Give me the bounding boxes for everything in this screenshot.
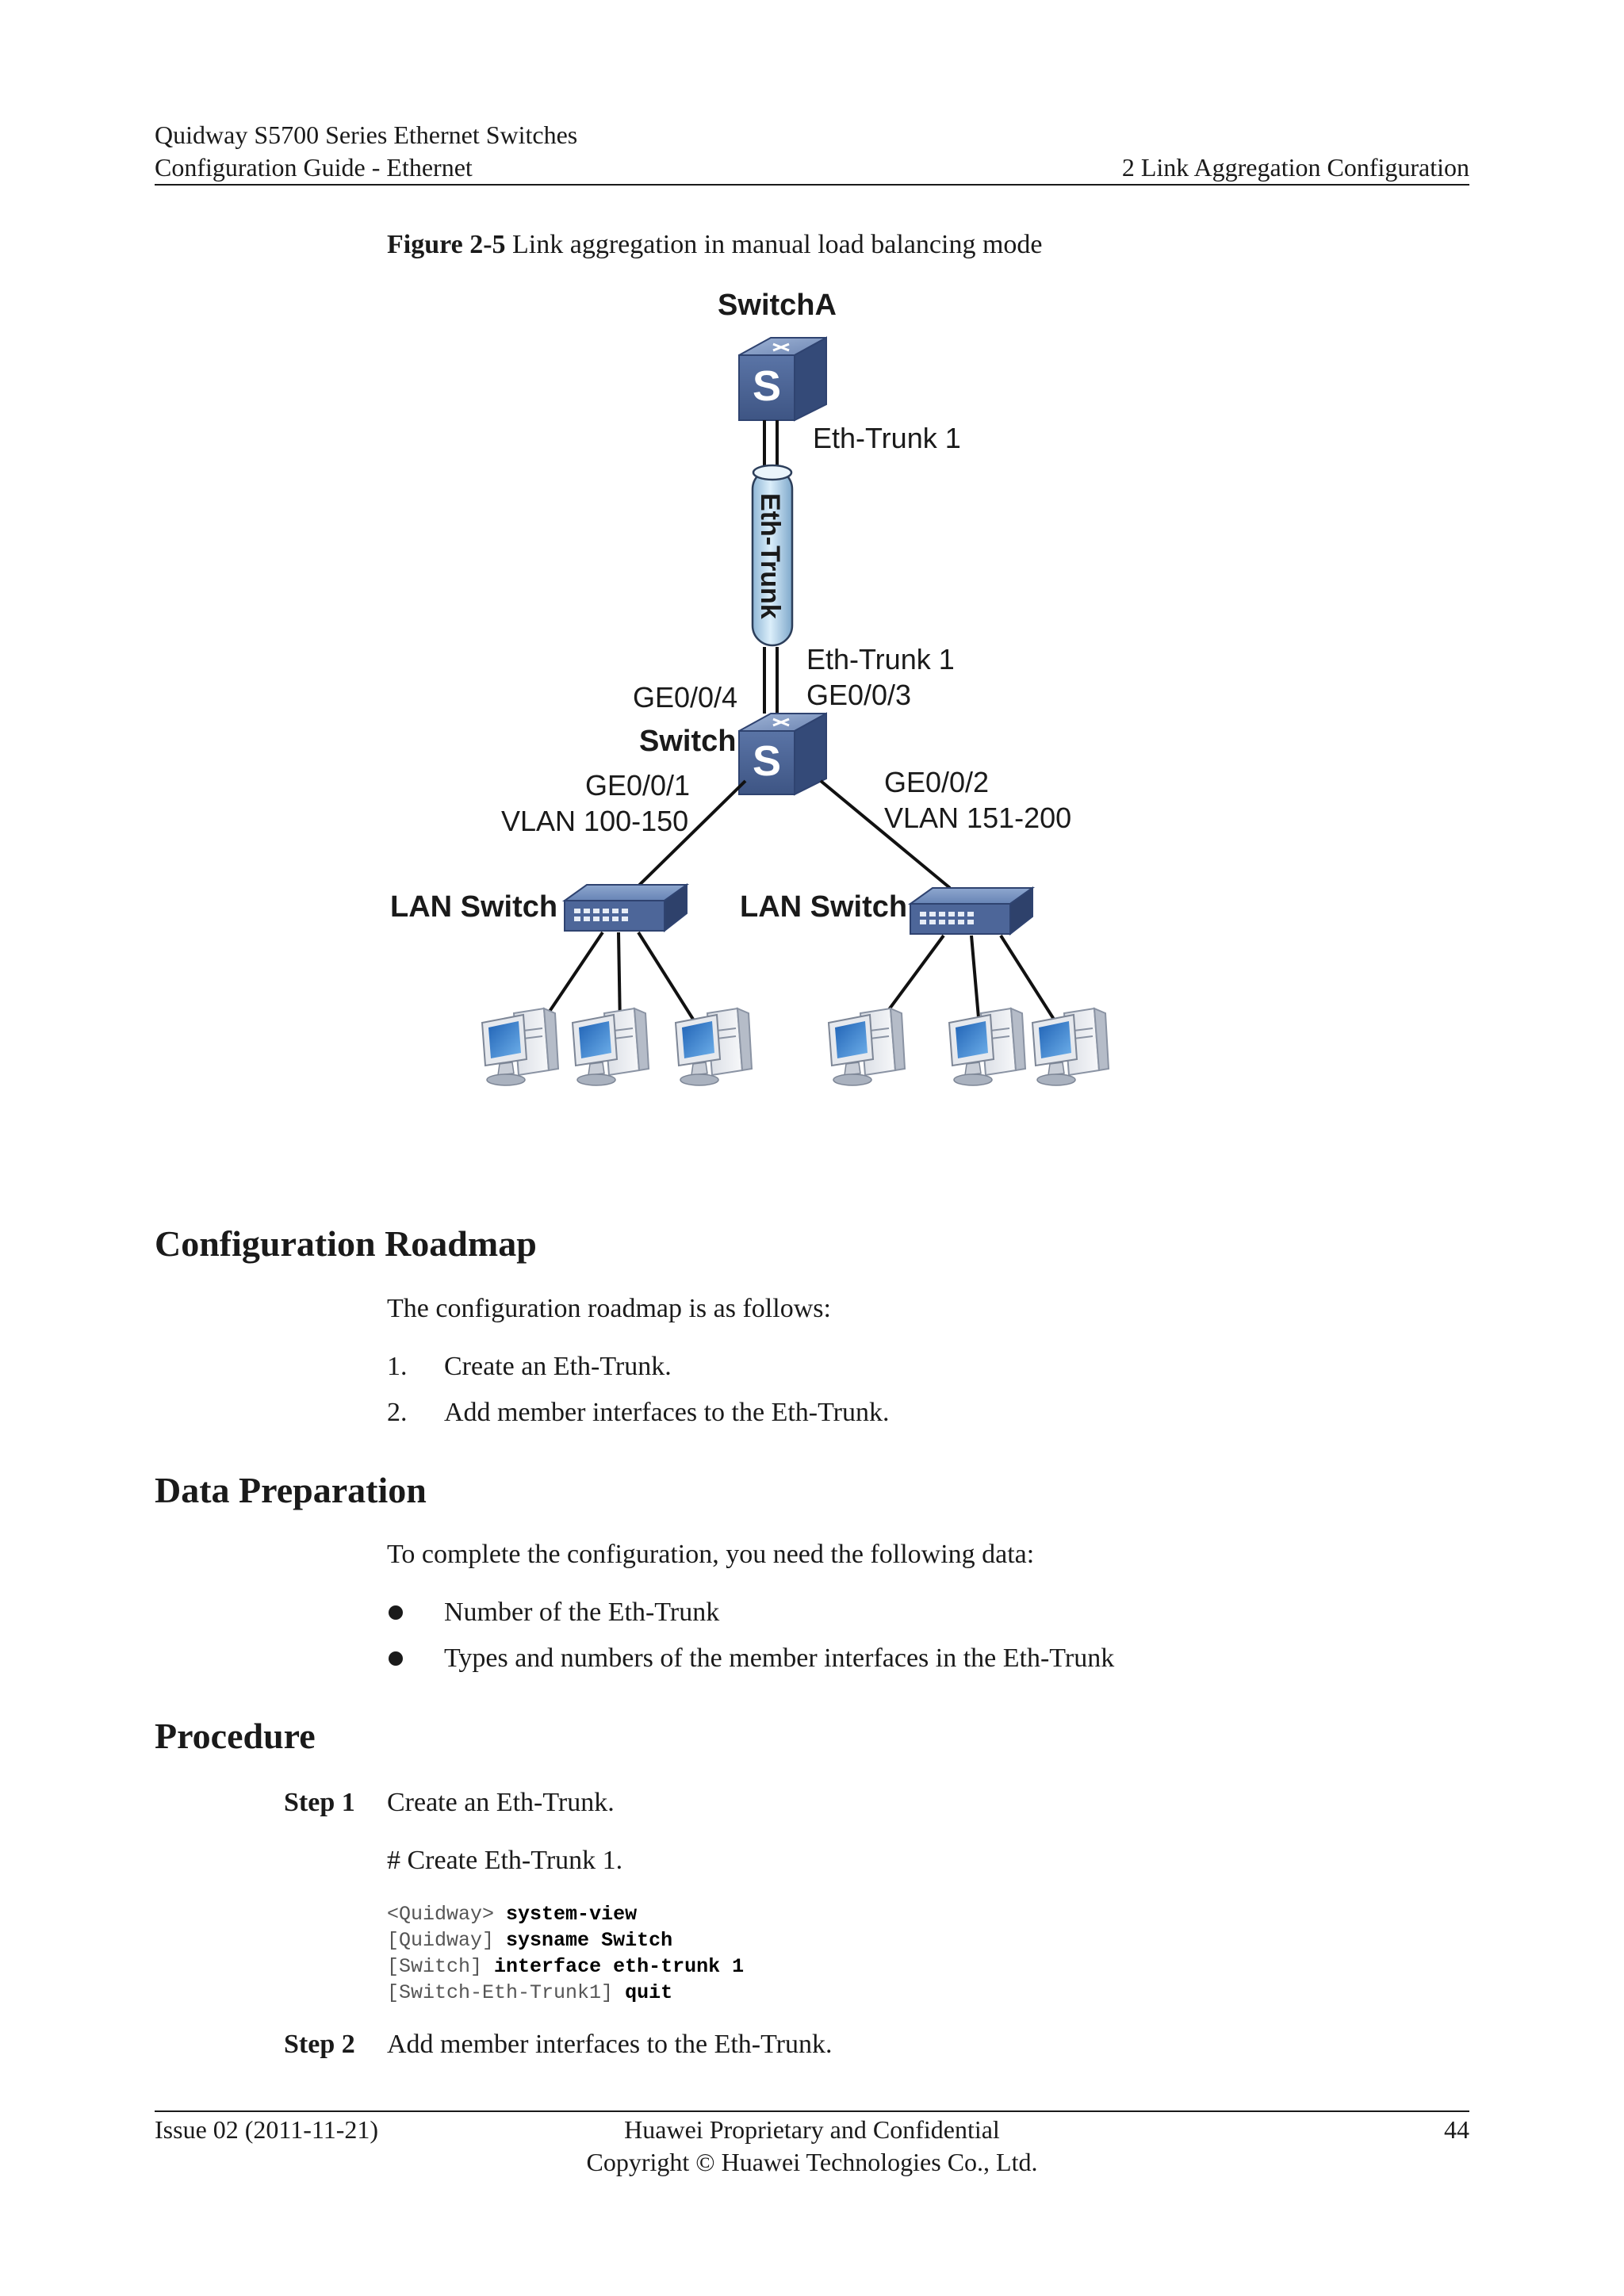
- data-prep-item: Number of the Eth-Trunk: [444, 1598, 720, 1627]
- header-guide: Configuration Guide - Ethernet: [155, 153, 473, 182]
- right-vlan-label: VLAN 151-200: [884, 802, 1071, 834]
- lan-switch-right-icon: [907, 886, 1036, 936]
- roadmap-item-text: Add member interfaces to the Eth-Trunk.: [444, 1398, 890, 1427]
- pc-icon: [481, 1008, 559, 1086]
- footer-rule: [155, 2110, 1469, 2112]
- code-line: [Switch] interface eth-trunk 1: [387, 1955, 745, 1978]
- step2-text: Add member interfaces to the Eth-Trunk.: [387, 2030, 833, 2059]
- link-lan-right-pc3: [999, 934, 1060, 1028]
- switcha-label: SwitchA: [718, 289, 837, 322]
- lan-switch-right-label: LAN Switch: [740, 890, 907, 924]
- step1-comment: # Create Eth-Trunk 1.: [387, 1846, 623, 1875]
- link-switch-lan-right: [819, 779, 952, 890]
- bullet-icon: [389, 1651, 403, 1666]
- pc-icon: [828, 1008, 906, 1086]
- code-line: <Quidway> system-view: [387, 1903, 638, 1926]
- figure-title: Link aggregation in manual load balancin…: [512, 230, 1043, 259]
- svg-text:S: S: [753, 737, 781, 785]
- data-prep-item: Types and numbers of the member interfac…: [444, 1644, 1115, 1673]
- link-lan-right-pc2: [970, 935, 981, 1027]
- roadmap-intro: The configuration roadmap is as follows:: [387, 1294, 831, 1323]
- switch-icon: S: [738, 712, 827, 796]
- pc-icon: [675, 1008, 753, 1086]
- header-rule: [155, 184, 1469, 186]
- roadmap-heading: Configuration Roadmap: [155, 1223, 537, 1264]
- svg-text:S: S: [753, 362, 781, 410]
- network-diagram: SwitchA S Eth-Trunk 1 Eth-Trunk Eth-Trun…: [390, 289, 1109, 1086]
- pc-icon: [572, 1008, 649, 1086]
- footer-page-number: 44: [1444, 2115, 1469, 2144]
- eth-trunk-tube: Eth-Trunk: [751, 464, 794, 647]
- step1-text: Create an Eth-Trunk.: [387, 1788, 615, 1817]
- eth-trunk-label: Eth-Trunk: [755, 493, 785, 619]
- link-switch-lan-left: [619, 779, 747, 905]
- roadmap-item-number: 2.: [387, 1398, 408, 1427]
- data-prep-heading: Data Preparation: [155, 1470, 427, 1510]
- switch-ge3-label: GE0/0/3: [806, 679, 911, 711]
- figure-caption: Figure 2-5 Link aggregation in manual lo…: [387, 230, 1042, 260]
- procedure-heading: Procedure: [155, 1716, 316, 1756]
- pc-icon: [948, 1008, 1026, 1086]
- switch-label: Switch: [639, 725, 736, 758]
- header-doc-title: Quidway S5700 Series Ethernet Switches: [155, 121, 578, 149]
- bullet-icon: [389, 1605, 403, 1620]
- roadmap-item-text: Create an Eth-Trunk.: [444, 1352, 672, 1381]
- code-block: <Quidway> system-view [Quidway] sysname S…: [387, 1901, 744, 2006]
- lan-switch-left-icon: [561, 883, 690, 933]
- data-prep-intro: To complete the configuration, you need …: [387, 1540, 1035, 1569]
- step2-label: Step 2: [284, 2030, 355, 2059]
- footer-issue: Issue 02 (2011-11-21): [155, 2115, 379, 2144]
- code-line: [Quidway] sysname Switch: [387, 1929, 673, 1952]
- left-vlan-label: VLAN 100-150: [501, 805, 688, 837]
- link-lan-left-pc3: [637, 931, 699, 1028]
- footer-confidential: Huawei Proprietary and Confidential: [624, 2115, 1000, 2144]
- figure-label: Figure 2-5: [387, 230, 506, 259]
- right-port-label: GE0/0/2: [884, 766, 989, 798]
- left-port-label: GE0/0/1: [585, 769, 690, 802]
- switch-ge4-label: GE0/0/4: [633, 681, 737, 714]
- roadmap-item-number: 1.: [387, 1352, 408, 1381]
- step1-label: Step 1: [284, 1788, 355, 1817]
- pc-icon: [1032, 1008, 1109, 1086]
- switch-trunk-label: Eth-Trunk 1: [806, 643, 955, 675]
- footer-copyright: Copyright © Huawei Technologies Co., Ltd…: [586, 2148, 1038, 2176]
- header-chapter: 2 Link Aggregation Configuration: [1121, 153, 1469, 182]
- code-line: [Switch-Eth-Trunk1] quit: [387, 1981, 673, 2004]
- switcha-port-label: Eth-Trunk 1: [813, 422, 961, 454]
- lan-switch-left-label: LAN Switch: [390, 890, 557, 924]
- switcha-icon: S: [738, 336, 827, 422]
